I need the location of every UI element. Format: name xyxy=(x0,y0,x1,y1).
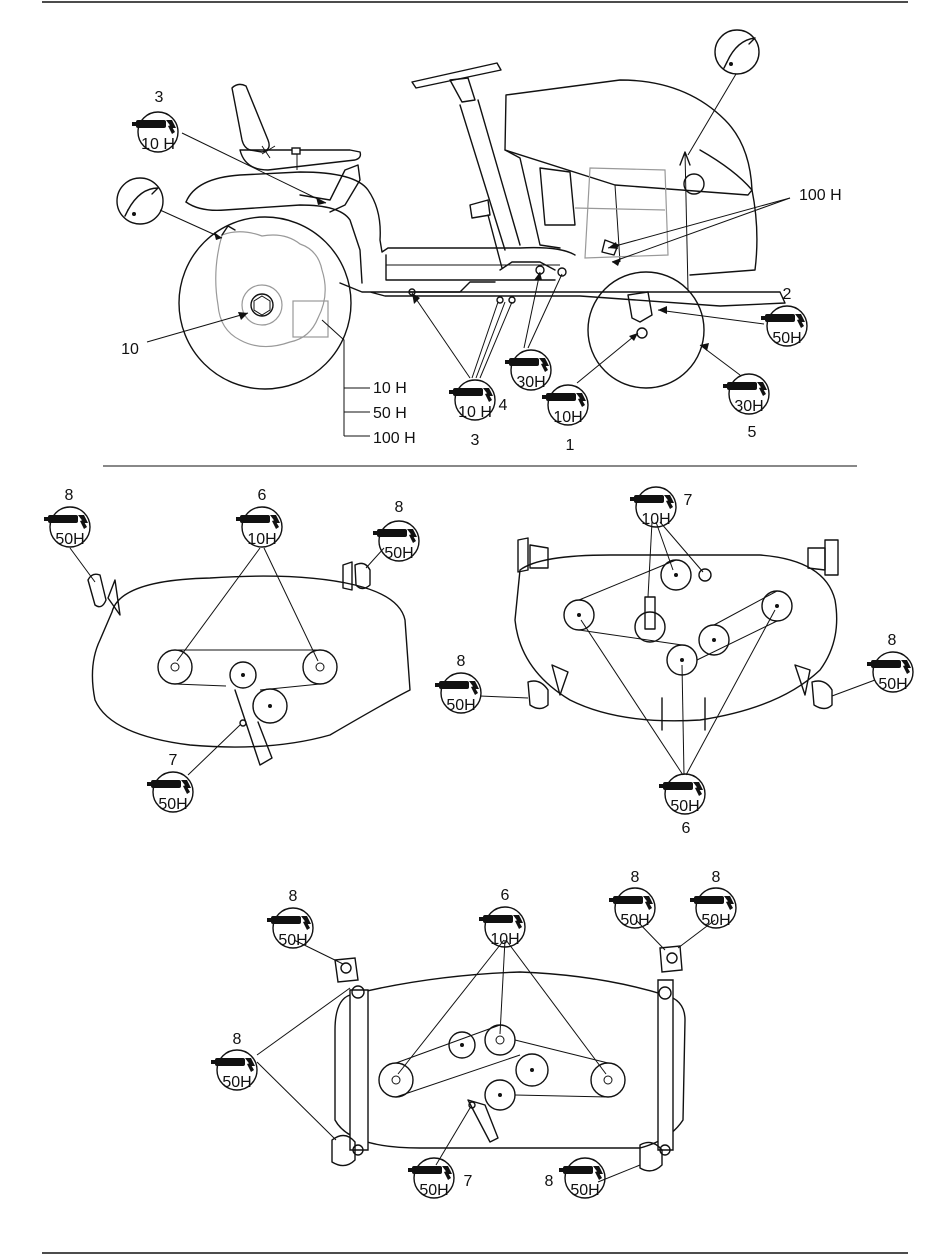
oil-can-icon xyxy=(117,178,163,224)
callout-number: 8 xyxy=(631,869,640,886)
grease-badge-5: 30H xyxy=(723,374,769,415)
callout-number: 8 xyxy=(545,1173,554,1190)
callout-number: 8 xyxy=(65,487,74,504)
svg-text:50H: 50H xyxy=(620,912,649,929)
svg-text:30H: 30H xyxy=(516,374,545,391)
interval-label: 100 H xyxy=(799,187,842,204)
interval-label: 10 H xyxy=(373,380,407,397)
svg-text:50H: 50H xyxy=(878,676,907,693)
svg-text:10 H: 10 H xyxy=(458,404,492,421)
svg-text:10H: 10H xyxy=(553,409,582,426)
svg-text:50H: 50H xyxy=(570,1182,599,1199)
mower-deck-bottom xyxy=(332,946,685,1171)
svg-text:50H: 50H xyxy=(158,796,187,813)
callout-number: 8 xyxy=(457,653,466,670)
grease-badge-6: 50H xyxy=(659,774,705,815)
callout-number: 7 xyxy=(464,1173,473,1190)
grease-badge-7: 10H xyxy=(630,487,676,528)
svg-text:50H: 50H xyxy=(670,798,699,815)
svg-text:50H: 50H xyxy=(772,330,801,347)
callout-number: 8 xyxy=(233,1031,242,1048)
grease-badge-8: 50H xyxy=(609,888,655,929)
oil-can-icon xyxy=(715,30,759,74)
callout-number: 8 xyxy=(712,869,721,886)
callout-number: 8 xyxy=(289,888,298,905)
grease-badge-3-bottom: 10 H xyxy=(449,380,495,421)
callout-number: 8 xyxy=(395,499,404,516)
mower-deck-left xyxy=(88,562,410,765)
tractor-drawing xyxy=(179,63,785,389)
grease-badge-8: 50H xyxy=(373,521,419,562)
grease-badge-2: 50H xyxy=(761,306,807,347)
svg-text:10 H: 10 H xyxy=(141,136,175,153)
grease-badge-3-top: 10 H xyxy=(132,112,178,153)
interval-label: 100 H xyxy=(373,430,416,447)
callout-number: 7 xyxy=(169,752,178,769)
svg-text:50H: 50H xyxy=(701,912,730,929)
grease-badge-8: 50H xyxy=(559,1158,605,1199)
callout-number: 8 xyxy=(888,632,897,649)
callout-number: 1 xyxy=(566,437,575,454)
callout-number: 6 xyxy=(501,887,510,904)
grease-badge-4: 30H xyxy=(505,350,551,391)
engine xyxy=(585,168,668,258)
svg-text:10H: 10H xyxy=(490,931,519,948)
rear-fender xyxy=(186,172,575,255)
grease-badge-8: 50H xyxy=(211,1050,257,1091)
grease-badge-8: 50H xyxy=(267,908,313,949)
svg-text:50H: 50H xyxy=(446,697,475,714)
grease-badge-1: 10H xyxy=(542,385,588,426)
steering-wheel xyxy=(412,63,501,88)
hood xyxy=(505,80,752,195)
frame xyxy=(340,283,785,306)
grease-badge-8: 50H xyxy=(435,673,481,714)
svg-text:10H: 10H xyxy=(247,531,276,548)
grease-badge-8: 50H xyxy=(44,507,90,548)
callout-number: 4 xyxy=(499,397,508,414)
svg-text:50H: 50H xyxy=(222,1074,251,1091)
grease-badge-6: 10H xyxy=(479,907,525,948)
seat-back xyxy=(232,84,269,152)
svg-text:30H: 30H xyxy=(734,398,763,415)
callout-number: 5 xyxy=(748,424,757,441)
callout-number: 2 xyxy=(783,286,792,303)
svg-text:10H: 10H xyxy=(641,511,670,528)
svg-text:50H: 50H xyxy=(384,545,413,562)
grease-badge-6: 10H xyxy=(236,507,282,548)
rear-wheel xyxy=(179,217,351,389)
grease-badge-7: 50H xyxy=(408,1158,454,1199)
svg-text:50H: 50H xyxy=(419,1182,448,1199)
transmission-housing xyxy=(216,232,325,347)
grease-badge-7: 50H xyxy=(147,772,193,813)
svg-text:50H: 50H xyxy=(55,531,84,548)
callout-number: 3 xyxy=(155,89,164,106)
callout-number: 6 xyxy=(258,487,267,504)
grease-badge-8: 50H xyxy=(867,652,913,693)
callout-number: 7 xyxy=(684,492,693,509)
mower-deck-right xyxy=(515,538,838,730)
svg-text:50H: 50H xyxy=(278,932,307,949)
callout-number: 10 xyxy=(121,341,139,358)
grease-badge-8: 50H xyxy=(690,888,736,929)
callout-number: 6 xyxy=(682,820,691,837)
interval-label: 50 H xyxy=(373,405,407,422)
callout-number: 3 xyxy=(471,432,480,449)
